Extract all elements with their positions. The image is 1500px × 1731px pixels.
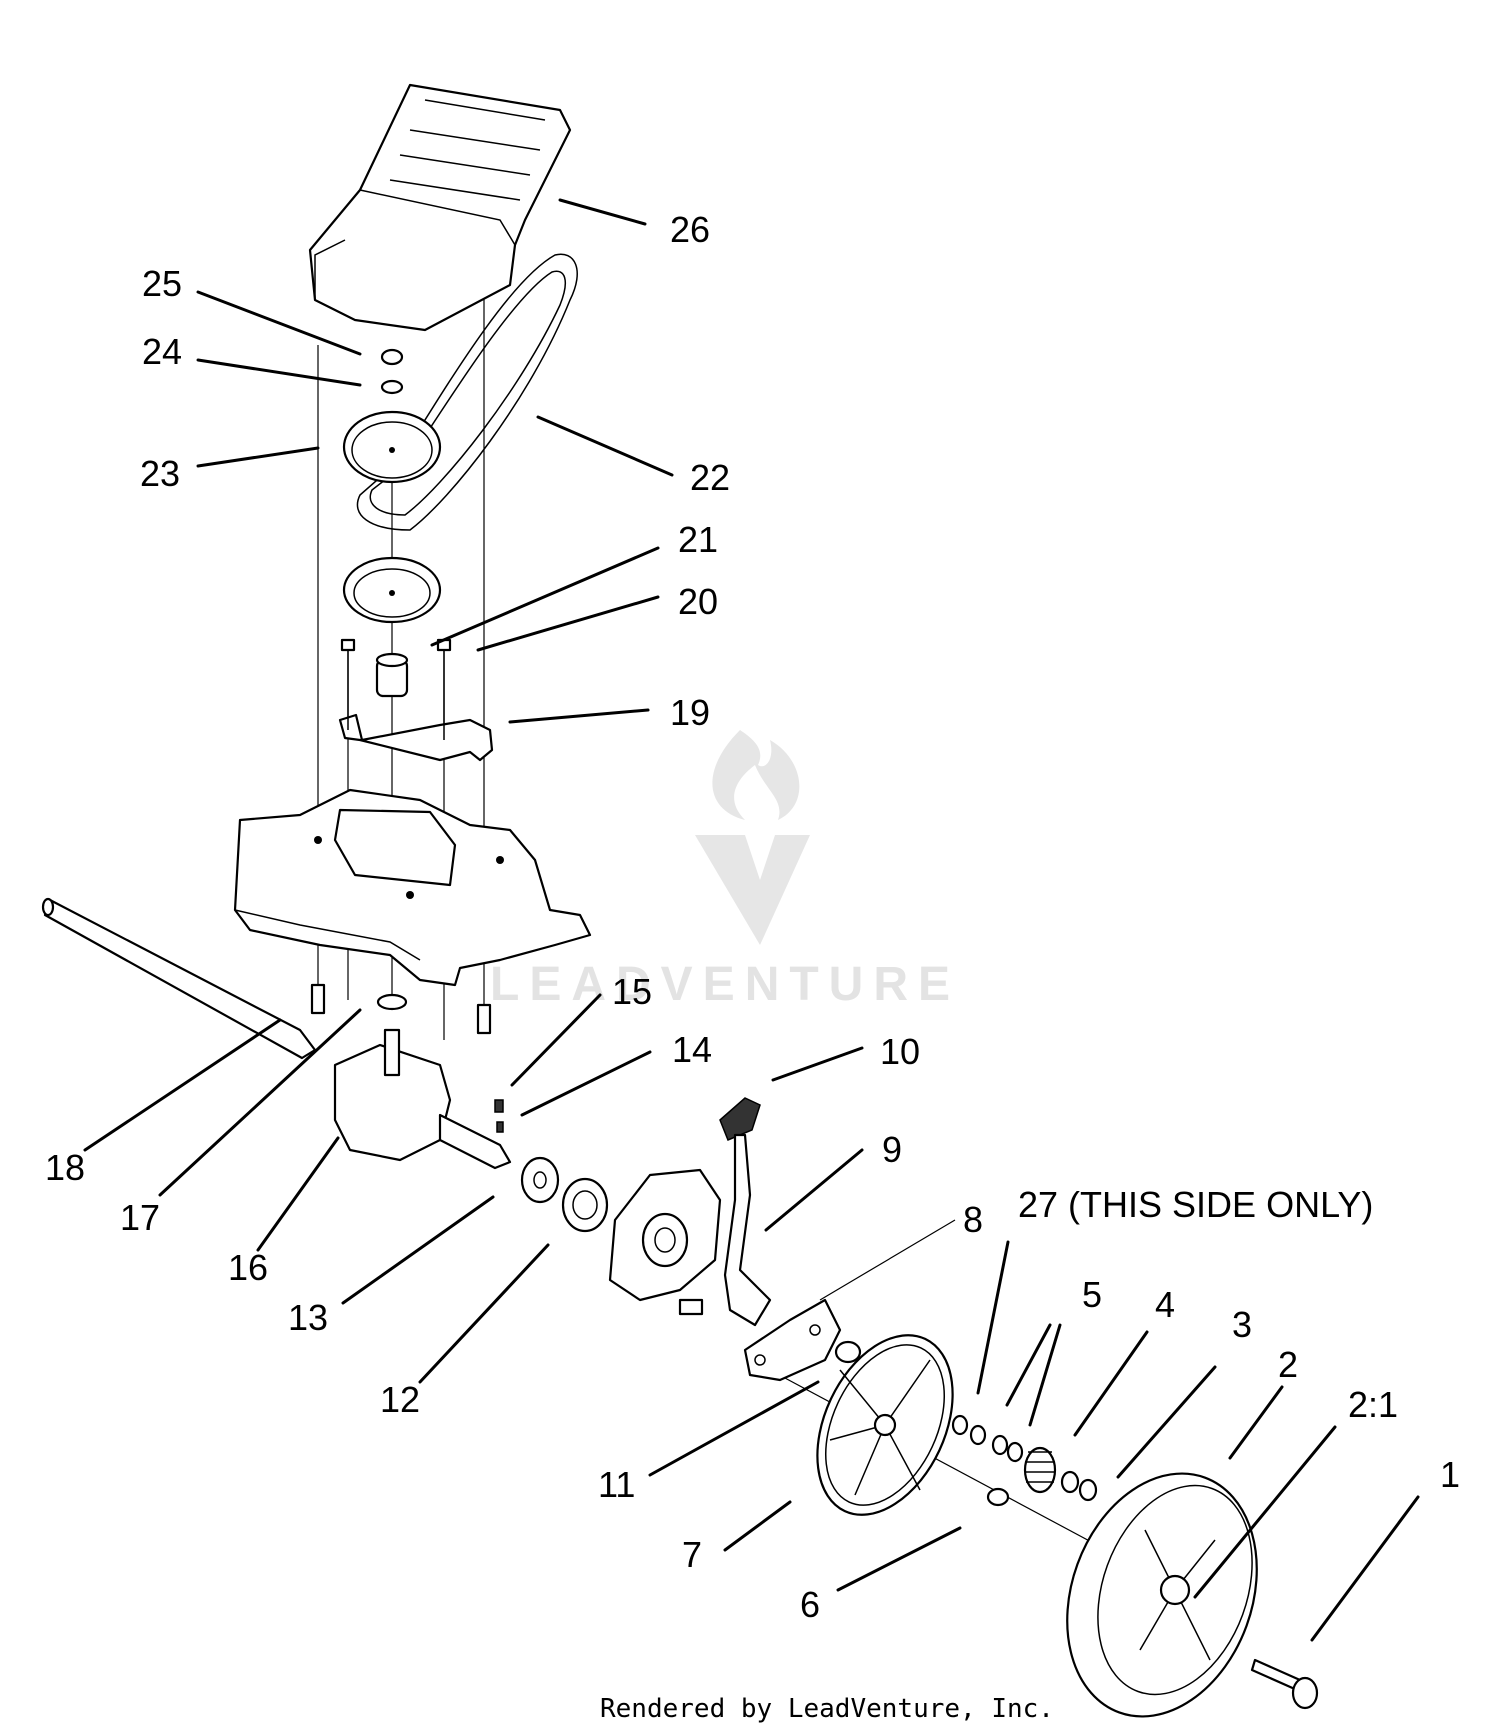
callout-5: 5 [1082,1274,1102,1315]
wheel-washer [986,1487,1010,1507]
axle-bolt [1250,1658,1319,1710]
callout-labels: 26 25 24 23 22 21 20 19 15 14 10 9 27 (T… [45,209,1460,1625]
callout-25: 25 [142,263,182,304]
callout-19: 19 [670,692,710,733]
lever-arm [723,1133,772,1327]
clip [834,1340,862,1364]
wheel [1066,1472,1258,1718]
deck [233,788,592,987]
adjuster-plate [743,1298,842,1382]
nut [380,348,404,366]
small-washers [951,1414,1024,1463]
callout-1: 1 [1440,1454,1460,1495]
callout-7: 7 [682,1534,702,1575]
pin [496,1121,504,1133]
gear-cover [608,1168,722,1316]
callout-11: 11 [598,1464,635,1505]
callout-16: 16 [228,1247,268,1288]
callout-23: 23 [140,453,180,494]
callout-6: 6 [800,1584,820,1625]
callout-24: 24 [142,331,182,372]
handle-shaft [41,897,317,1060]
callout-18: 18 [45,1147,85,1188]
pinion-gear [1023,1446,1057,1494]
render-credit: Rendered by LeadVenture, Inc. [600,1694,1054,1724]
washer [380,379,404,395]
spacer [375,652,409,698]
callout-15: 15 [612,971,652,1012]
lever-grip [719,1097,761,1141]
callout-3: 3 [1232,1304,1252,1345]
callout-12: 12 [380,1379,420,1420]
retainer-clip [1078,1478,1098,1502]
bracket [338,638,494,762]
callout-22: 22 [690,457,730,498]
callout-9: 9 [882,1129,902,1170]
watermark-logo [695,730,810,945]
key [494,1099,504,1113]
callout-26: 26 [670,209,710,250]
callout-17: 17 [120,1197,160,1238]
callout-14: 14 [672,1029,712,1070]
gearbox [333,1028,512,1170]
pulley [342,410,442,484]
belt [356,253,578,531]
bearing [561,1177,609,1233]
callout-21: 21 [678,519,718,560]
leader-lines [83,198,1420,1642]
hub-cap [816,1334,954,1516]
retainer [1060,1470,1080,1494]
callout-13: 13 [288,1297,328,1338]
callout-2-1: 2:1 [1348,1384,1398,1425]
bushing [520,1156,560,1204]
callout-2: 2 [1278,1344,1298,1385]
callout-10: 10 [880,1031,920,1072]
upper-cover [308,83,572,332]
callout-27: 27 (THIS SIDE ONLY) [1018,1184,1373,1225]
callout-4: 4 [1155,1284,1175,1325]
callout-8: 8 [963,1199,983,1240]
callout-20: 20 [678,581,718,622]
watermark-text: LEADVENTURE [490,958,960,1011]
disc [342,556,442,624]
deck-bolts [310,983,492,1035]
